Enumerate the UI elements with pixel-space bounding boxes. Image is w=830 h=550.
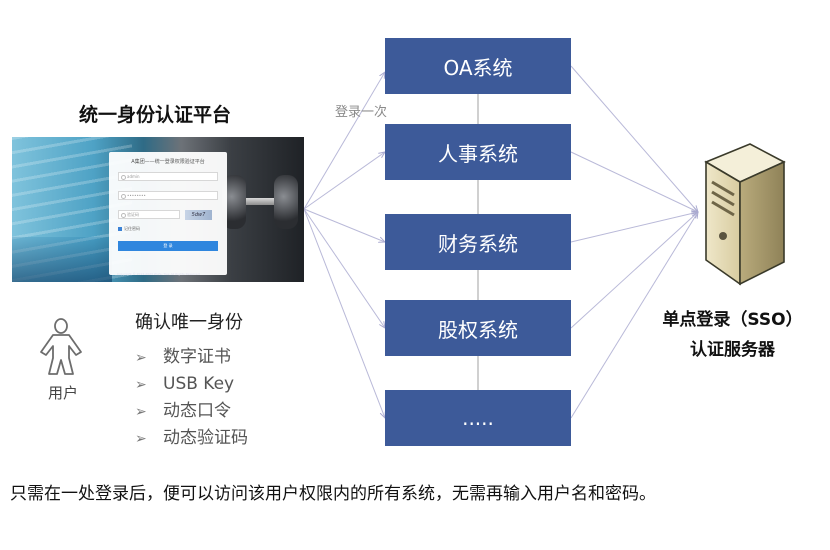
login-button[interactable]: 登 录 <box>118 241 218 251</box>
confirm-identity-text: 确认唯一身份 <box>135 312 243 333</box>
footer-caption: 只需在一处登录后，便可以访问该用户权限内的所有系统，无需再输入用户名和密码。 <box>10 484 656 504</box>
bullet-arrow-icon: ➢ <box>135 431 147 447</box>
pool-floor <box>12 237 112 282</box>
system-box-more: ..... <box>385 390 571 446</box>
captcha-field[interactable]: 验证码 <box>118 210 180 219</box>
auth-method-label: 动态验证码 <box>163 428 248 448</box>
system-box-hr: 人事系统 <box>385 124 571 180</box>
sso-server-label: 单点登录（SSO） 认证服务器 <box>640 305 825 365</box>
username-field[interactable]: admin <box>118 172 218 181</box>
platform-title: 统一身份认证平台 <box>78 104 231 126</box>
system-box-finance: 财务系统 <box>385 214 571 270</box>
system-box-oa: OA系统 <box>385 38 571 94</box>
auth-method-label: 数字证书 <box>163 347 231 367</box>
copyright-text: Copyright © 2013-2023 Wuhu Tree All Righ… <box>117 272 200 276</box>
user-icon <box>40 318 82 375</box>
bullet-arrow-icon: ➢ <box>135 377 147 393</box>
bullet-arrow-icon: ➢ <box>135 350 147 366</box>
auth-methods-list: ➢ 数字证书 ➢ USB Key ➢ 动态口令 ➢ 动态验证码 <box>135 345 248 453</box>
remember-checkbox[interactable]: 记住密码 <box>118 226 140 232</box>
login-to-systems-arrows <box>303 72 385 418</box>
login-screenshot: A集团——统一登录权限验证平台 admin •••••••• 验证码 5dw7 … <box>12 137 304 282</box>
auth-method-item: ➢ 动态验证码 <box>135 426 248 453</box>
auth-method-label: 动态口令 <box>163 401 231 421</box>
bullet-arrow-icon: ➢ <box>135 404 147 420</box>
password-field[interactable]: •••••••• <box>118 191 218 200</box>
auth-method-item: ➢ 动态口令 <box>135 399 248 426</box>
auth-method-label: USB Key <box>163 374 235 394</box>
login-once-label: 登录一次 <box>335 105 388 120</box>
login-card-title: A集团——统一登录权限验证平台 <box>131 159 205 165</box>
sso-server-line1: 单点登录（SSO） <box>662 310 803 330</box>
user-label: 用户 <box>47 384 78 402</box>
login-card: A集团——统一登录权限验证平台 admin •••••••• 验证码 5dw7 … <box>109 152 227 275</box>
server-icon <box>704 143 786 286</box>
dumbbell-image <box>220 171 300 235</box>
auth-method-item: ➢ USB Key <box>135 372 248 399</box>
sso-server-line2: 认证服务器 <box>690 340 775 360</box>
system-box-equity: 股权系统 <box>385 300 571 356</box>
auth-method-item: ➢ 数字证书 <box>135 345 248 372</box>
systems-to-server-arrows <box>570 65 698 419</box>
captcha-image[interactable]: 5dw7 <box>185 210 212 220</box>
